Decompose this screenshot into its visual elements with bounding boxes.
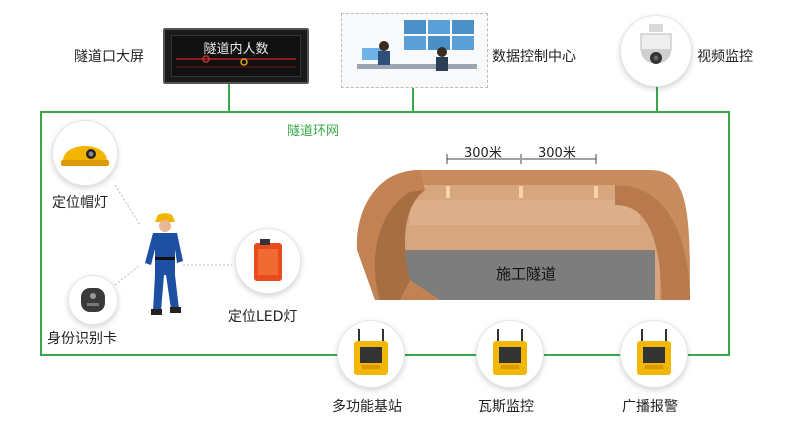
distance-label-2: 300米 — [538, 146, 576, 161]
ring-network-label: 隧道环网 — [287, 124, 340, 139]
card-circle — [68, 275, 118, 325]
video-label: 视频监控 — [697, 49, 753, 65]
tunnel-lamps — [446, 186, 598, 198]
camera-circle — [620, 15, 692, 87]
tunnel-floor — [370, 250, 655, 300]
distance-markers — [446, 154, 597, 164]
helmet-circle — [52, 120, 118, 186]
tunnel-screen: 隧道内人数 — [163, 28, 309, 84]
helmet-lamp-icon — [61, 146, 109, 166]
helmet-lamp-label: 定位帽灯 — [52, 195, 108, 211]
broadcast-icon — [637, 329, 671, 375]
screen-title: 隧道内人数 — [203, 42, 269, 57]
base-station-label: 多功能基站 — [332, 399, 402, 415]
broadcast-circle — [620, 320, 688, 388]
worker-icon — [145, 213, 183, 315]
gas-monitor-icon — [493, 329, 527, 375]
base-station-circle — [337, 320, 405, 388]
distance-label-1: 300米 — [464, 146, 502, 161]
screen-readout-icon — [176, 55, 296, 68]
base-station-icon — [354, 329, 388, 375]
id-card-icon — [81, 288, 105, 312]
led-circle — [235, 228, 301, 294]
led-lamp-icon — [254, 239, 282, 281]
gas-monitor-label: 瓦斯监控 — [478, 399, 534, 415]
gas-monitor-circle — [476, 320, 544, 388]
tunnel-graphic — [356, 154, 690, 300]
led-lamp-label: 定位LED灯 — [228, 309, 298, 325]
data-center-label: 数据控制中心 — [492, 49, 576, 65]
operators-icon — [357, 20, 477, 71]
broadcast-label: 广播报警 — [622, 399, 678, 415]
worker-connectors — [114, 184, 232, 286]
construction-tunnel-label: 施工隧道 — [496, 265, 557, 283]
data-center-image — [341, 13, 488, 88]
id-card-label: 身份识别卡 — [47, 331, 117, 347]
tunnel-screen-label: 隧道口大屏 — [74, 49, 144, 65]
dome-camera-icon — [640, 24, 672, 64]
